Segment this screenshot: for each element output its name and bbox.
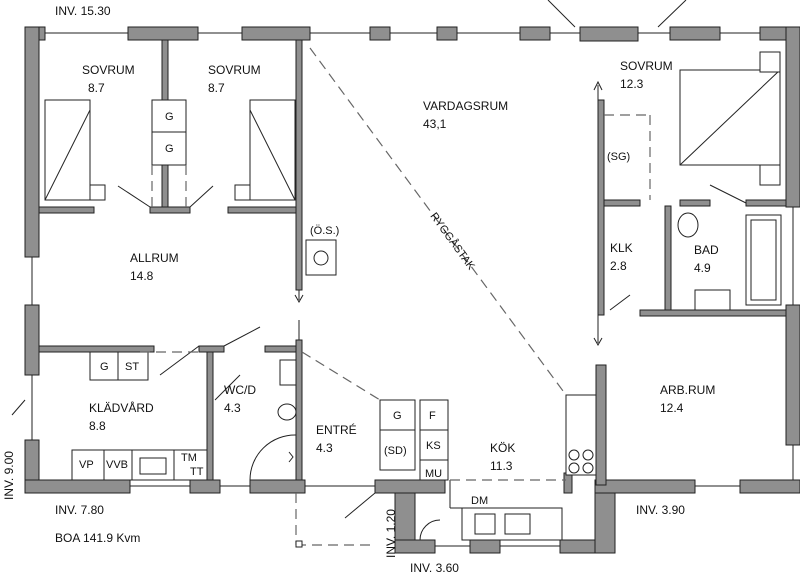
arrows [288, 80, 603, 463]
room-area-sovrum-2: 8.7 [208, 81, 225, 95]
fixture-mu: MU [425, 468, 443, 480]
room-name-entre: ENTRÉ [316, 423, 357, 437]
fixture-vvb: VVB [106, 459, 129, 471]
room-name-allrum: ALLRUM [130, 251, 179, 265]
room-name-kladvard: KLÄDVÅRD [89, 401, 154, 415]
boa-label: BOA 141.9 Kvm [55, 531, 141, 545]
dim-left: INV. 9.00 [2, 451, 16, 500]
fixture-f: F [429, 410, 436, 422]
dim-bottom: INV. 3.60 [410, 561, 459, 575]
room-area-sovrum-3: 12.3 [620, 77, 644, 91]
fixture-tt: TT [190, 466, 204, 478]
dim-bottom-right: INV. 3.90 [636, 503, 685, 517]
laundry-fixtures [71, 449, 208, 481]
room-area-allrum: 14.8 [130, 269, 154, 283]
room-area-wcd: 4.3 [224, 401, 241, 415]
room-name-bad: BAD [694, 243, 719, 257]
fixture-os: (Ö.S.) [310, 225, 340, 237]
room-area-entre: 4.3 [316, 441, 333, 455]
room-area-arbrum: 12.4 [660, 401, 684, 415]
fixture-g-2: G [165, 143, 174, 155]
room-name-kok: KÖK [490, 441, 516, 455]
kitchen-fixtures [449, 394, 597, 541]
fixture-ks: KS [426, 440, 441, 452]
fixture-tm: TM [181, 452, 197, 464]
fixture-g-1: G [165, 111, 174, 123]
room-area-bad: 4.9 [694, 261, 711, 275]
dim-top-left: INV. 15.30 [55, 4, 111, 18]
room-name-sovrum-1: SOVRUM [82, 63, 135, 77]
room-name-wcd: WC/D [224, 383, 256, 397]
fixture-sd: (SD) [384, 445, 407, 457]
room-name-sovrum-2: SOVRUM [208, 63, 261, 77]
room-area-klk: 2.8 [610, 259, 627, 273]
doors [11, 0, 747, 541]
room-area-sovrum-1: 8.7 [88, 81, 105, 95]
dim-bottom-mid: INV. 1.20 [384, 509, 398, 558]
fixture-dm: DM [471, 495, 489, 507]
beds [44, 51, 781, 201]
fixture-st: ST [125, 361, 140, 373]
bath-fixtures [277, 212, 782, 421]
room-area-kladvard: 8.8 [89, 419, 106, 433]
room-name-klk: KLK [610, 241, 633, 255]
fixture-g-3: G [100, 361, 109, 373]
room-name-sovrum-3: SOVRUM [620, 59, 673, 73]
dim-bottom-left: INV. 7.80 [55, 503, 104, 517]
room-name-arbrum: ARB.RUM [660, 383, 716, 397]
fixture-sg: (SG) [607, 151, 631, 163]
room-name-vardagsrum: VARDAGSRUM [423, 99, 509, 113]
dashed-guides [140, 47, 567, 548]
fixture-vp: VP [79, 459, 94, 471]
wardrobes [89, 99, 651, 481]
windows [31, 32, 794, 547]
room-area-kok: 11.3 [490, 459, 513, 473]
room-area-vardagsrum: 43,1 [423, 117, 447, 131]
fixture-g-4: G [393, 410, 402, 422]
